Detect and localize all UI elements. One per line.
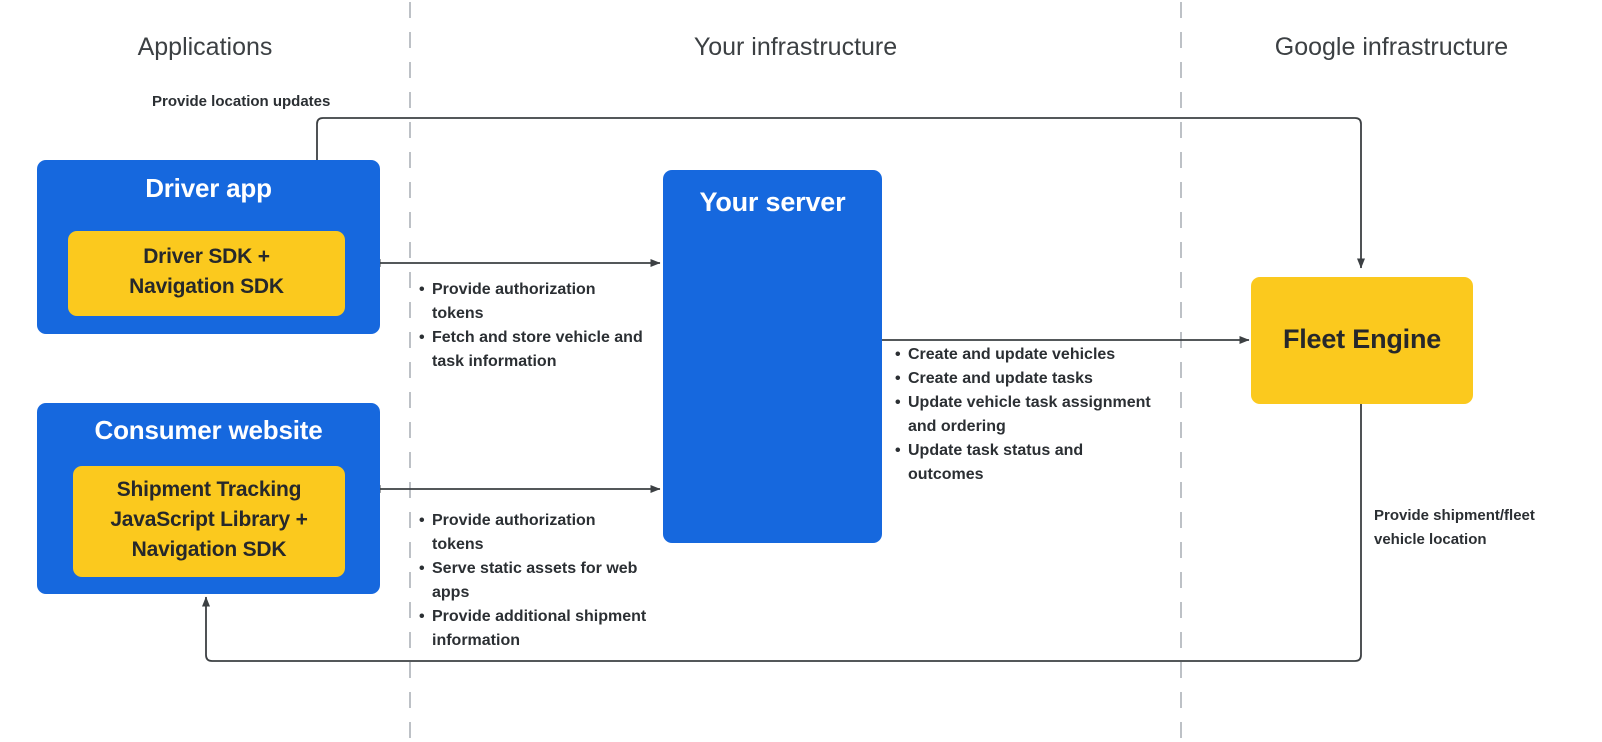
list-item: Provide authorization tokens bbox=[419, 278, 647, 326]
edge-bullets-consumer-server: Provide authorization tokens Serve stati… bbox=[419, 509, 649, 653]
edge-bullets-server-fleet-engine: Create and update vehicles Create and up… bbox=[895, 343, 1160, 487]
edge-label-fleet-engine-consumer-line1: Provide shipment/fleet bbox=[1374, 507, 1535, 524]
consumer-website-title: Consumer website bbox=[94, 415, 323, 445]
node-shipment-tracking-library[interactable]: Shipment Tracking JavaScript Library + N… bbox=[73, 466, 345, 577]
list-item: Create and update tasks bbox=[895, 367, 1158, 391]
shipment-library-label-line3: Navigation SDK bbox=[131, 538, 287, 561]
node-your-server[interactable]: Your server bbox=[663, 170, 882, 543]
driver-app-title: Driver app bbox=[145, 173, 272, 203]
zone-label-google-infrastructure: Google infrastructure bbox=[1274, 33, 1509, 61]
list-item: Serve static assets for web apps bbox=[419, 557, 647, 605]
driver-sdk-label-line1: Driver SDK + bbox=[143, 245, 270, 268]
list-item: Fetch and store vehicle and task informa… bbox=[419, 326, 647, 374]
node-driver-app[interactable]: Driver app Driver SDK + Navigation SDK bbox=[37, 160, 380, 334]
zone-label-your-infrastructure: Your infrastructure bbox=[693, 33, 898, 61]
list-item: Update task status and outcomes bbox=[895, 439, 1158, 487]
shipment-library-label-line1: Shipment Tracking bbox=[116, 478, 302, 501]
your-server-title: Your server bbox=[699, 187, 846, 217]
node-fleet-engine[interactable]: Fleet Engine bbox=[1251, 277, 1473, 404]
edge-label-fleet-engine-consumer-line2: vehicle location bbox=[1374, 531, 1487, 548]
fleet-engine-title: Fleet Engine bbox=[1282, 324, 1442, 354]
list-item: Update vehicle task assignment and order… bbox=[895, 391, 1158, 439]
list-item: Provide authorization tokens bbox=[419, 509, 647, 557]
list-item: Provide additional shipment information bbox=[419, 605, 647, 653]
driver-sdk-label-line2: Navigation SDK bbox=[129, 275, 284, 298]
edge-bullets-driver-server: Provide authorization tokens Fetch and s… bbox=[419, 278, 649, 374]
node-consumer-website[interactable]: Consumer website Shipment Tracking JavaS… bbox=[37, 403, 380, 594]
zone-label-applications: Applications bbox=[137, 33, 273, 61]
list-item: Create and update vehicles bbox=[895, 343, 1158, 367]
shipment-library-label-line2: JavaScript Library + bbox=[110, 508, 308, 531]
edge-label-location-updates: Provide location updates bbox=[152, 93, 331, 110]
node-driver-sdk[interactable]: Driver SDK + Navigation SDK bbox=[68, 231, 345, 316]
